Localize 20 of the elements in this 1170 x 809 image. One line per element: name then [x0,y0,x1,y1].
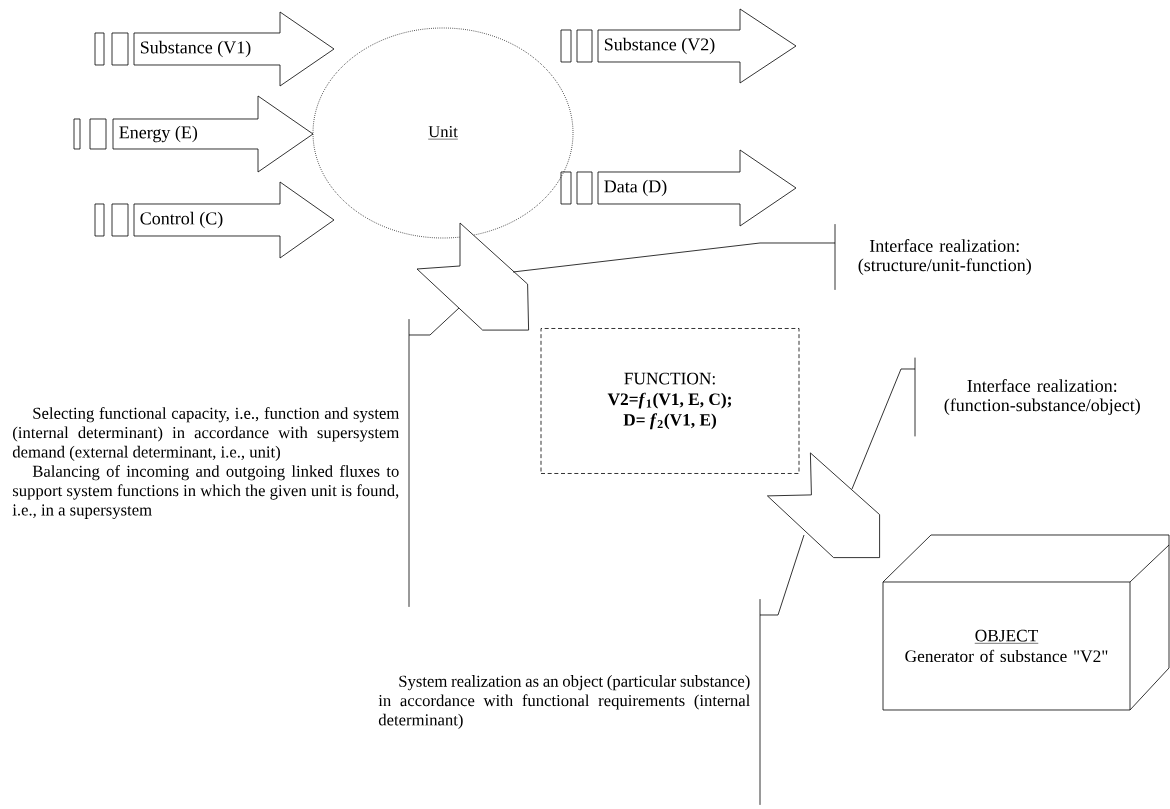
object-box: OBJECT Generator of substance "V2" [882,534,1170,711]
edge-label: Substance (V1) [140,40,251,58]
edge-label: Data (D) [604,179,667,197]
block-arrow [597,149,797,227]
leader-line [408,307,460,336]
block-arrow [112,95,314,173]
function-box: FUNCTION: V2=f$_{1}$(V1, E, C); D= f$_{2}$(V1, E) [540,328,800,474]
edge-label: Control (C) [140,211,223,229]
edge-label: Substance (V2) [604,37,715,55]
block-arrow [133,181,335,259]
leader-line [512,242,836,273]
block-arrow [597,8,797,84]
bracket-note: Interface realization: (structure/unit-function) [834,223,1031,291]
edge-label: Energy (E) [119,125,198,143]
chevron-arrow [416,222,529,331]
block-arrow [133,11,335,87]
bracket-note: Interface realization: (function-substance/object) [914,357,1140,437]
leader-line [759,534,805,616]
leader-line [851,368,916,490]
chevron-arrow [767,452,880,558]
